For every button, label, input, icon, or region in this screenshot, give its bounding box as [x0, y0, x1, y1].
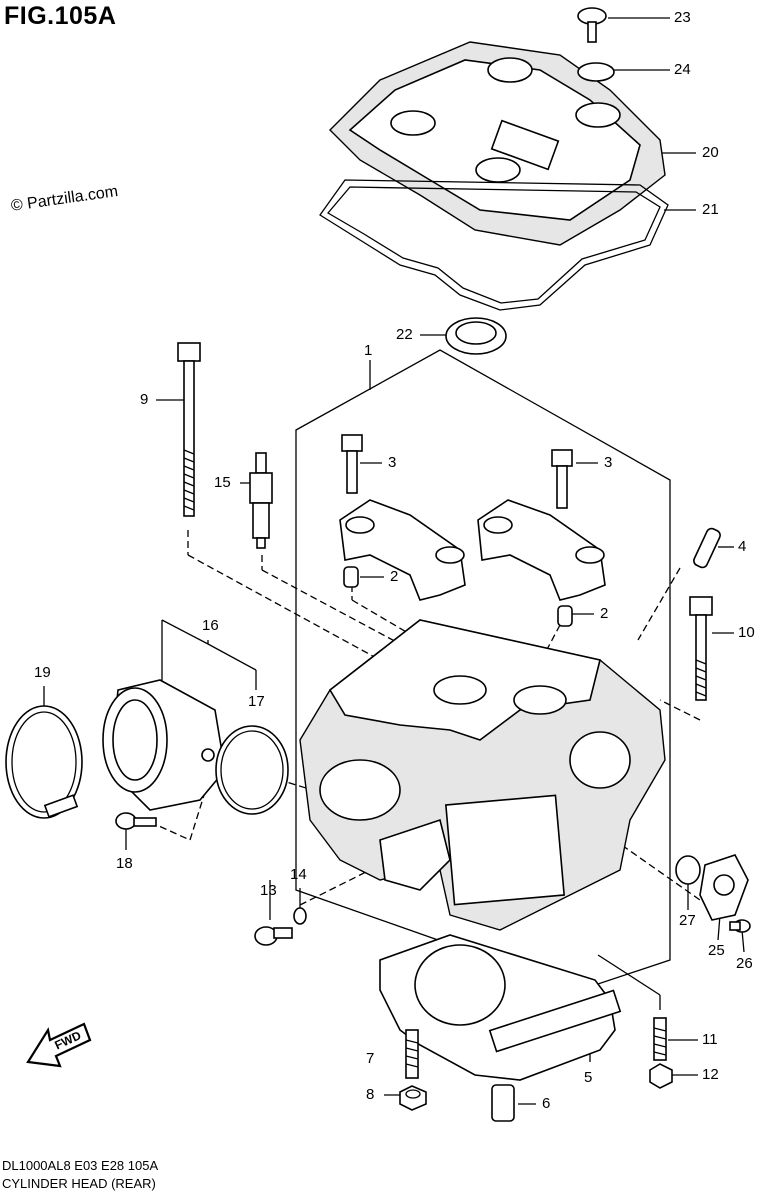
callout-27: 27: [679, 912, 696, 929]
stud-7: [405, 1029, 419, 1079]
leader-lines: [43, 17, 745, 1105]
cylinder-head-group-outline: [295, 349, 671, 991]
callout-26: 26: [736, 955, 753, 972]
callout-17: 17: [248, 693, 265, 710]
washer-24: [577, 62, 615, 82]
callout-13: 13: [260, 882, 277, 899]
callout-25: 25: [708, 942, 725, 959]
pin-4: [693, 527, 721, 569]
intake-pipe-16: [102, 679, 226, 811]
nut-8: [399, 1085, 427, 1111]
bolt-13: [254, 926, 293, 946]
nut-12: [649, 1063, 673, 1089]
callout-21: 21: [702, 201, 719, 218]
callout-9: 9: [140, 391, 149, 408]
stud-11: [653, 1017, 667, 1061]
diagram-caption: CYLINDER HEAD (REAR): [2, 1176, 156, 1191]
cylinder-head-gasket-5: [379, 934, 622, 1081]
fwd-arrow-icon: FWD: [26, 1022, 92, 1068]
callout-3-left: 3: [388, 454, 397, 471]
screw-18: [115, 812, 157, 830]
callout-16: 16: [202, 617, 219, 634]
callout-3-right: 3: [604, 454, 613, 471]
callout-7: 7: [366, 1050, 375, 1067]
callout-18: 18: [116, 855, 133, 872]
dowel-2-left: [343, 566, 359, 588]
callout-15: 15: [214, 474, 231, 491]
seal-22: [445, 317, 507, 355]
bolt-23: [577, 7, 607, 43]
callout-24: 24: [674, 61, 691, 78]
callout-23: 23: [674, 9, 691, 26]
bolt-10: [689, 596, 713, 701]
callout-20: 20: [702, 144, 719, 161]
o-ring-27: [675, 855, 701, 885]
callout-4: 4: [738, 538, 747, 555]
bolt-3-left: [341, 434, 363, 494]
head-cover: [329, 41, 666, 246]
bolt-3-right: [551, 449, 573, 509]
bolt-9: [177, 342, 201, 517]
callout-1: 1: [364, 342, 373, 359]
callout-2-left: 2: [390, 568, 399, 585]
o-ring-17: [215, 725, 289, 815]
cylinder-head-body: [299, 619, 666, 931]
spark-plug-15: [249, 452, 273, 549]
callout-22: 22: [396, 326, 413, 343]
figure-title: FIG.105A: [4, 2, 117, 30]
camshaft-holder-right: [477, 499, 606, 601]
washer-14: [293, 907, 307, 925]
dowel-6: [491, 1084, 515, 1122]
callout-12: 12: [702, 1066, 719, 1083]
head-cover-gasket: [319, 179, 669, 311]
diagram-code: DL1000AL8 E03 E28 105A: [2, 1158, 159, 1173]
clamp-19: [5, 705, 83, 819]
cover-25: [699, 854, 749, 921]
callout-10: 10: [738, 624, 755, 641]
camshaft-holder-left: [339, 499, 466, 601]
callout-11: 11: [702, 1031, 718, 1048]
callout-14: 14: [290, 866, 307, 883]
callout-2-right: 2: [600, 605, 609, 622]
dowel-2-right: [557, 605, 573, 627]
callout-8: 8: [366, 1086, 375, 1103]
callout-19: 19: [34, 664, 51, 681]
bolt-26: [729, 919, 751, 933]
callout-5: 5: [584, 1069, 593, 1086]
callout-6: 6: [542, 1095, 551, 1112]
fwd-label: FWD: [53, 1028, 84, 1052]
